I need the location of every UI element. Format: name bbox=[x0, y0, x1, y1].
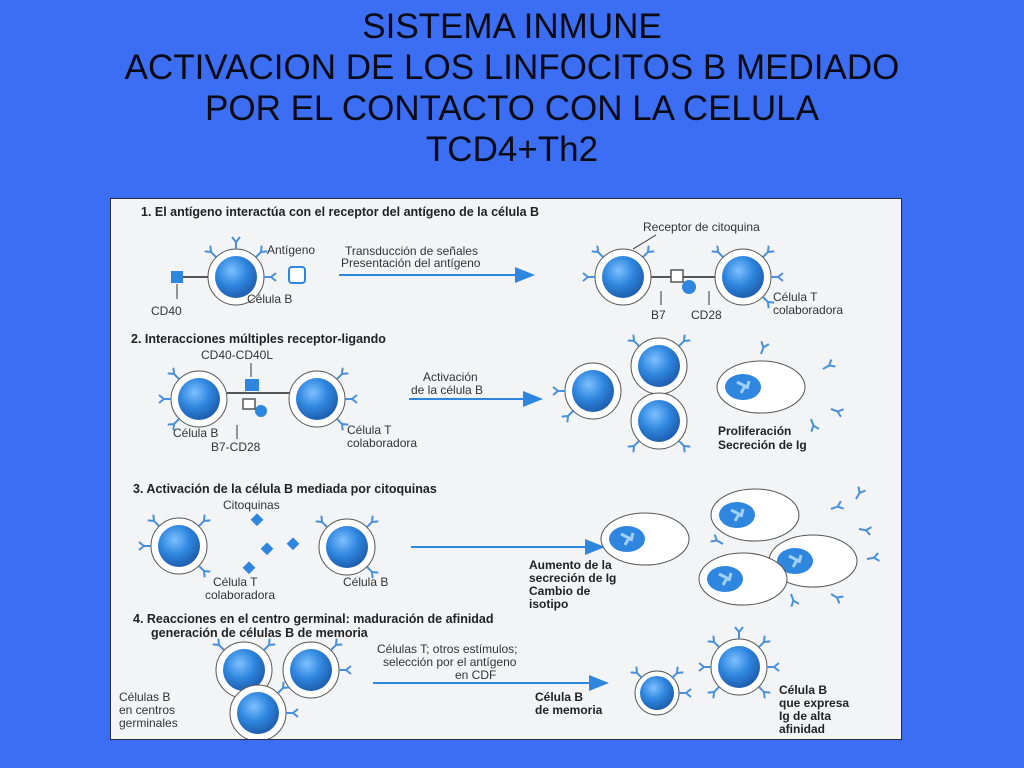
step2-t-cell-label-1: Célula T bbox=[347, 423, 392, 437]
high-affinity-b-cell bbox=[698, 626, 780, 700]
diagram-panel: 1. El antígeno interactúa con el recepto… bbox=[110, 198, 902, 740]
step1-activated-b-cell bbox=[582, 244, 656, 306]
step2-proliferating-b-cell-3 bbox=[626, 392, 692, 454]
high-affinity-label-1: Célula B bbox=[779, 683, 827, 697]
step1-t-cell-label-2: colaboradora bbox=[773, 303, 843, 317]
activation-text-2: de la célula B bbox=[411, 383, 483, 397]
step2-proliferating-b-cell-1 bbox=[552, 362, 622, 424]
high-affinity-label-2: que expresa bbox=[779, 696, 849, 710]
high-affinity-label-3: Ig de alta bbox=[779, 709, 831, 723]
germinal-label-3: germinales bbox=[119, 716, 178, 730]
title-line-2: ACTIVACION DE LOS LINFOCITOS B MEDIADO bbox=[124, 48, 900, 87]
step4-arrow-text-3: en CDF bbox=[455, 668, 496, 682]
step2-heading: 2. Interacciones múltiples receptor-liga… bbox=[131, 332, 386, 346]
step1-heading: 1. El antígeno interactúa con el recepto… bbox=[141, 205, 539, 219]
step3-heading: 3. Activación de la célula B mediada por… bbox=[133, 482, 437, 496]
activation-text-1: Activación bbox=[423, 370, 478, 384]
step3-plasma-cell-2 bbox=[709, 487, 801, 543]
step2-plasma-cell bbox=[715, 359, 807, 415]
step3-b-cell bbox=[314, 514, 380, 580]
b7-label: B7 bbox=[651, 308, 666, 322]
cytokine-receptor-label: Receptor de citoquina bbox=[643, 220, 760, 234]
antigen-icon bbox=[288, 266, 306, 284]
step3-result-3: Cambio de bbox=[529, 584, 591, 598]
step3-plasma-cell-1 bbox=[599, 511, 691, 567]
step3-t-cell-label-1: Célula T bbox=[213, 575, 258, 589]
step4-arrow-text-2: selección por el antígeno bbox=[383, 655, 517, 669]
memory-b-cell bbox=[629, 665, 692, 716]
cytokines-label: Citoquinas bbox=[223, 498, 280, 512]
title-line-3: POR EL CONTACTO CON LA CELULA bbox=[205, 89, 819, 128]
germinal-label-1: Células B bbox=[119, 690, 170, 704]
step2-result-2: Secreción de Ig bbox=[718, 438, 807, 452]
cd40-receptor-icon bbox=[171, 271, 183, 283]
step1-b-cell-label: Célula B bbox=[247, 292, 292, 306]
high-affinity-label-4: afinidad bbox=[779, 722, 825, 736]
step3-result-1: Aumento de la bbox=[529, 558, 612, 572]
step4-arrow-text-1: Células T; otros estímulos; bbox=[377, 642, 518, 656]
antigen-label: Antígeno bbox=[267, 243, 315, 257]
step1-arrow-text-2: Presentación del antígeno bbox=[341, 256, 481, 270]
step2-b-cell-label: Célula B bbox=[173, 426, 218, 440]
slide-title: SISTEMA INMUNE ACTIVACION DE LOS LINFOCI… bbox=[0, 6, 1024, 170]
step1-arrow-text-1: Transducción de señales bbox=[345, 244, 478, 258]
germinal-label-2: en centros bbox=[119, 703, 175, 717]
step2-proliferating-b-cell-2 bbox=[626, 333, 692, 395]
step2-t-cell bbox=[288, 366, 358, 432]
step2-result-1: Proliferación bbox=[718, 424, 791, 438]
step2-t-cell-label-2: colaboradora bbox=[347, 436, 417, 450]
step2-receptor-links bbox=[227, 379, 291, 417]
b7-cd28-label: B7-CD28 bbox=[211, 440, 261, 454]
b-cell-activation-diagram: 1. El antígeno interactúa con el recepto… bbox=[119, 205, 881, 739]
cytokine-receptor-pointer bbox=[632, 234, 657, 250]
title-line-1: SISTEMA INMUNE bbox=[362, 7, 662, 46]
memory-cell-label-1: Célula B bbox=[535, 690, 583, 704]
step3-t-cell-label-2: colaboradora bbox=[205, 588, 275, 602]
step3-b-cell-label: Célula B bbox=[343, 575, 388, 589]
step4-heading-1: 4. Reacciones en el centro germinal: mad… bbox=[133, 612, 494, 626]
step3-plasma-cell-4 bbox=[697, 551, 789, 607]
step3-result-2: secreción de Ig bbox=[529, 571, 616, 585]
cd40-label: CD40 bbox=[151, 304, 182, 318]
germinal-b-cell-2 bbox=[282, 637, 352, 699]
step1-t-cell-label-1: Célula T bbox=[773, 290, 818, 304]
cytokine-molecules bbox=[242, 513, 300, 575]
step1-b7-cd28-link bbox=[651, 269, 715, 294]
step2-b-cell bbox=[158, 366, 228, 432]
cd28-label: CD28 bbox=[691, 308, 722, 322]
step4-heading-2: generación de células B de memoria bbox=[151, 626, 369, 640]
step3-t-cell bbox=[138, 513, 212, 579]
cd40-cd40l-label: CD40-CD40L bbox=[201, 348, 273, 362]
step3-result-4: isotipo bbox=[529, 597, 568, 611]
title-line-4: TCD4+Th2 bbox=[425, 130, 599, 169]
memory-cell-label-2: de memoria bbox=[535, 703, 603, 717]
